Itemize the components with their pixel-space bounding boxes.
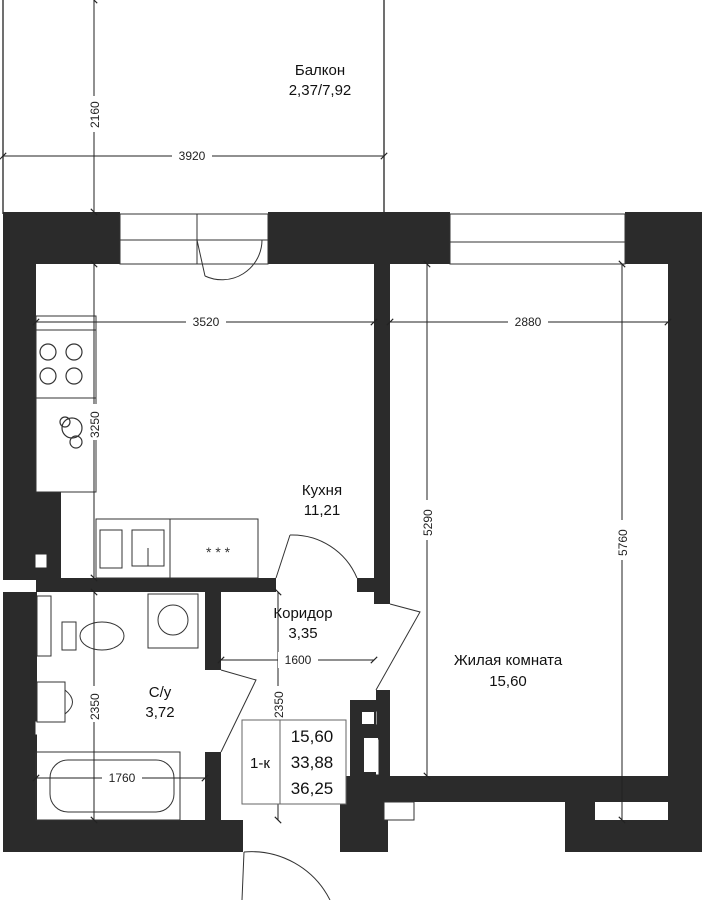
apartment-type: 1-к [250, 755, 270, 772]
dim-kitchen-width: 3520 [193, 315, 220, 329]
dim-living-width: 2880 [515, 315, 542, 329]
room-living-name: Жилая комната [454, 652, 563, 669]
dim-balcony-height: 2160 [88, 101, 102, 128]
washing-machine-icon [147, 593, 199, 649]
room-balcony-name: Балкон [295, 62, 345, 79]
dim-bathroom-width: 1760 [109, 771, 136, 785]
room-living-area: 15,60 [489, 673, 527, 690]
balcony-door [196, 239, 263, 281]
entrance-door [241, 851, 331, 900]
bathroom-door [220, 669, 257, 753]
toilet-icon [61, 621, 125, 651]
stove-icon [39, 343, 83, 449]
room-corridor-area: 3,35 [288, 625, 317, 642]
room-kitchen-name: Кухня [302, 482, 342, 499]
dim-living-height: 5760 [616, 529, 630, 556]
dim-corridor-width: 1600 [285, 653, 312, 667]
room-bathroom-name: С/у [149, 684, 172, 701]
dim-bathroom-height: 2350 [88, 693, 102, 720]
summary-total-area: 33,88 [291, 753, 334, 772]
room-corridor-name: Коридор [273, 605, 332, 622]
summary-total-with-balcony: 36,25 [291, 779, 334, 798]
hob-icon: * * * [206, 544, 231, 560]
bathtub-icon [35, 751, 181, 821]
balcony [2, 0, 385, 214]
summary-living-area: 15,60 [291, 727, 334, 746]
room-kitchen-area: 11,21 [304, 502, 340, 519]
dim-kitchen-depth: 3250 [88, 411, 102, 438]
dim-living-inner-height: 5290 [421, 509, 435, 536]
dim-balcony-width: 3920 [179, 149, 206, 163]
kitchen-door [275, 534, 358, 579]
room-bathroom-area: 3,72 [145, 704, 174, 721]
window-living [449, 213, 626, 265]
window-bathroom [36, 595, 52, 657]
room-balcony-area: 2,37/7,92 [289, 82, 352, 99]
dim-corridor-height: 2350 [272, 691, 286, 718]
svg-text:* * *: * * * [206, 544, 231, 560]
sink-icon [99, 529, 165, 569]
window-kitchen [119, 213, 269, 265]
kitchen-set [35, 315, 259, 579]
washbasin-icon [36, 681, 73, 723]
area-summary: 1-к 15,60 33,88 36,25 [241, 719, 347, 805]
living-door [375, 603, 421, 691]
